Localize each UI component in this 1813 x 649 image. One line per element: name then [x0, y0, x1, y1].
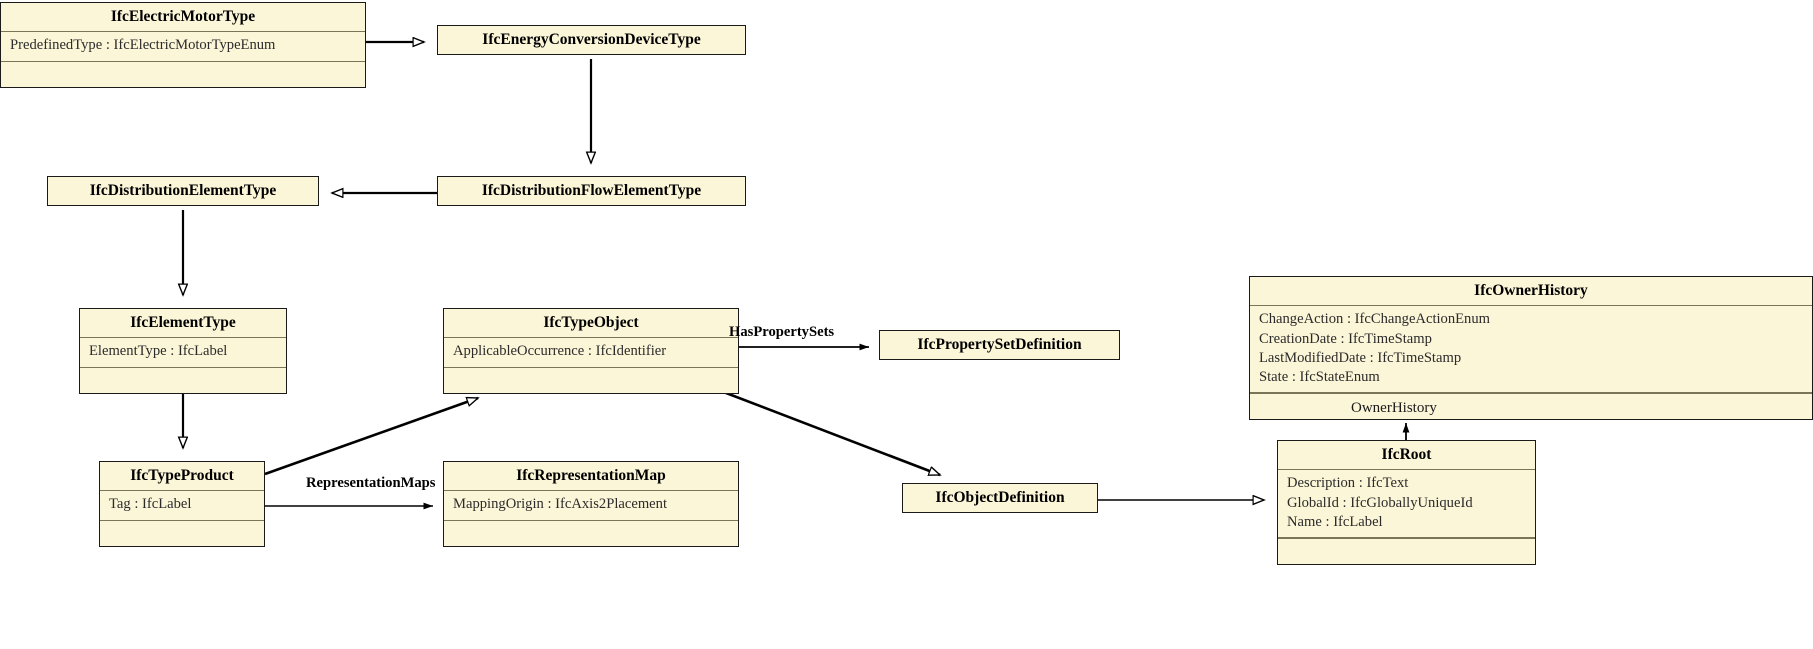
class-ifcroot[interactable]: IfcRoot Description : IfcText GlobalId :… — [1277, 440, 1536, 565]
class-title: IfcRoot — [1381, 446, 1432, 463]
attribute-row: CreationDate : IfcTimeStamp — [1259, 330, 1432, 347]
class-attributes: PredefinedType : IfcElectricMotorTypeEnu… — [1, 32, 365, 60]
compartment-divider — [100, 519, 264, 522]
compartment-divider — [100, 489, 264, 492]
class-title: IfcDistributionFlowElementType — [481, 182, 702, 199]
attribute-row: GlobalId : IfcGloballyUniqueId — [1287, 494, 1473, 511]
attribute-row: ElementType : IfcLabel — [89, 343, 228, 360]
compartment-divider — [80, 366, 286, 369]
class-ifcpropertysetdefinition[interactable]: IfcPropertySetDefinition — [879, 330, 1120, 360]
class-ifcownerhistory[interactable]: IfcOwnerHistory ChangeAction : IfcChange… — [1249, 276, 1813, 420]
compartment-divider — [80, 336, 286, 339]
edge-label-haspropertysets: HasPropertySets — [729, 324, 835, 340]
attribute-row: Description : IfcText — [1287, 475, 1409, 492]
class-ifctypeproduct[interactable]: IfcTypeProduct Tag : IfcLabel — [99, 461, 265, 548]
compartment-divider — [1278, 537, 1535, 539]
attribute-row: Name : IfcLabel — [1287, 513, 1383, 530]
class-title: IfcOwnerHistory — [1474, 282, 1588, 299]
class-attributes: Tag : IfcLabel — [100, 491, 264, 519]
edge-typeobject-to-objectdefinition — [712, 386, 940, 477]
class-ifcelectricmotortype[interactable]: IfcElectricMotorType PredefinedType : If… — [0, 2, 366, 89]
attribute-row: State : IfcStateEnum — [1259, 369, 1380, 386]
class-title: IfcRepresentationMap — [516, 467, 666, 484]
edge-label-representationmaps: RepresentationMaps — [306, 475, 436, 491]
attribute-row: ApplicableOccurrence : IfcIdentifier — [453, 343, 667, 360]
attribute-row: Tag : IfcLabel — [109, 496, 192, 513]
class-operations — [100, 521, 264, 546]
class-ifcdistributionflowelementtype[interactable]: IfcDistributionFlowElementType — [437, 176, 746, 206]
class-ifcelementtype[interactable]: IfcElementType ElementType : IfcLabel — [79, 308, 287, 395]
edge-label-ownerhistory: OwnerHistory — [1351, 400, 1437, 416]
class-ifcobjectdefinition[interactable]: IfcObjectDefinition — [902, 483, 1098, 513]
class-attributes: Description : IfcText GlobalId : IfcGlob… — [1278, 470, 1535, 537]
class-title: IfcDistributionElementType — [89, 182, 277, 199]
class-operations — [1250, 394, 1812, 419]
class-title: IfcElementType — [130, 314, 236, 331]
attribute-row: LastModifiedDate : IfcTimeStamp — [1259, 349, 1462, 366]
class-attributes: ElementType : IfcLabel — [80, 338, 286, 366]
class-operations — [444, 521, 738, 546]
attribute-row: MappingOrigin : IfcAxis2Placement — [453, 496, 667, 513]
attribute-row: PredefinedType : IfcElectricMotorTypeEnu… — [10, 37, 276, 54]
compartment-divider — [444, 489, 738, 492]
compartment-divider — [1, 60, 365, 63]
class-ifcdistributionelementtype[interactable]: IfcDistributionElementType — [47, 176, 319, 206]
compartment-divider — [444, 366, 738, 369]
compartment-divider — [1250, 392, 1812, 394]
attribute-row: ChangeAction : IfcChangeActionEnum — [1259, 311, 1491, 328]
class-operations — [1, 62, 365, 87]
class-ifcenergyconversiondevicetype[interactable]: IfcEnergyConversionDeviceType — [437, 25, 746, 55]
class-operations — [80, 368, 286, 393]
class-ifcrepresentationmap[interactable]: IfcRepresentationMap MappingOrigin : Ifc… — [443, 461, 739, 548]
class-title: IfcPropertySetDefinition — [917, 336, 1082, 353]
compartment-divider — [444, 519, 738, 522]
class-title: IfcTypeProduct — [130, 467, 234, 484]
class-attributes: ChangeAction : IfcChangeActionEnum Creat… — [1250, 306, 1812, 392]
compartment-divider — [444, 336, 738, 339]
class-title: IfcTypeObject — [543, 314, 639, 331]
class-operations — [444, 368, 738, 393]
class-ifctypeobject[interactable]: IfcTypeObject ApplicableOccurrence : Ifc… — [443, 308, 739, 395]
class-operations — [1278, 539, 1535, 564]
class-attributes: ApplicableOccurrence : IfcIdentifier — [444, 338, 738, 366]
compartment-divider — [1, 30, 365, 33]
class-attributes: MappingOrigin : IfcAxis2Placement — [444, 491, 738, 519]
compartment-divider — [1250, 304, 1812, 307]
class-title: IfcElectricMotorType — [110, 8, 256, 25]
compartment-divider — [1278, 468, 1535, 471]
class-title: IfcObjectDefinition — [935, 489, 1065, 506]
class-title: IfcEnergyConversionDeviceType — [482, 31, 701, 48]
